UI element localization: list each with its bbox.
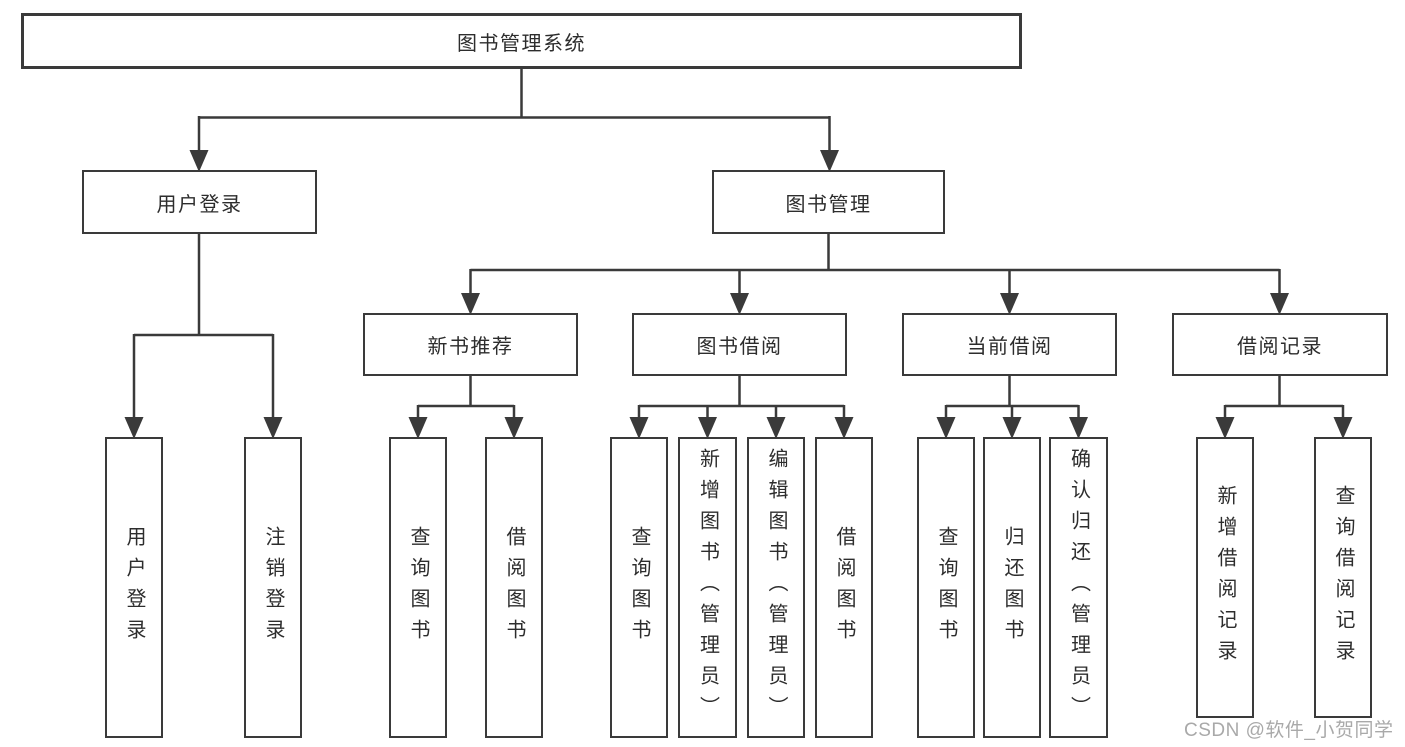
arrowhead-icon: [820, 150, 839, 172]
arrowhead-icon: [834, 417, 854, 439]
arrowhead-icon: [408, 417, 428, 439]
arrowhead-icon: [1215, 417, 1235, 439]
node-borrow-records: 借阅记录: [1172, 313, 1388, 376]
arrowhead-icon: [629, 417, 649, 439]
arrowhead-icon: [1002, 417, 1022, 439]
arrowhead-icon: [504, 417, 524, 439]
node-new-book-recommend: 新书推荐: [363, 313, 578, 376]
arrowhead-icon: [1333, 417, 1353, 439]
node-current-borrow: 当前借阅: [902, 313, 1117, 376]
arrowhead-icon: [698, 417, 717, 439]
connector-root-to-level2: [197, 68, 831, 152]
node-root-system: 图书管理系统: [21, 13, 1022, 69]
connector-leaf-shafts: [416, 405, 1345, 419]
node-user-login: 用户登录: [82, 170, 317, 234]
connector-level3-stubs: [469, 375, 1281, 407]
connector-bookmgmt-to-level3: [469, 232, 1281, 295]
arrowhead-icon: [461, 293, 480, 315]
csdn-watermark: CSDN @软件_小贺同学: [1184, 720, 1394, 741]
arrowhead-icon: [1270, 293, 1289, 315]
leaf-query-books-recommend: 查询图书: [389, 437, 447, 738]
leaf-edit-book-admin: 编辑图书（管理员）: [747, 437, 805, 738]
arrowhead-icon: [1069, 417, 1088, 439]
leaf-query-books-borrow: 查询图书: [610, 437, 668, 738]
arrowhead-icon: [730, 293, 749, 315]
node-book-borrow: 图书借阅: [632, 313, 847, 376]
connector-userlogin-to-leaves: [132, 233, 275, 419]
leaf-query-books-current: 查询图书: [917, 437, 975, 738]
leaf-borrow-books: 借阅图书: [815, 437, 873, 738]
arrowhead-icon: [263, 417, 283, 439]
leaf-logout: 注销登录: [244, 437, 302, 738]
arrowhead-icon: [766, 417, 786, 439]
leaf-return-book: 归还图书: [983, 437, 1041, 738]
leaf-confirm-return-admin: 确认归还（管理员）: [1049, 437, 1108, 738]
arrowheads: [124, 150, 1353, 439]
leaf-borrow-books-recommend: 借阅图书: [485, 437, 543, 738]
arrowhead-icon: [936, 417, 956, 439]
leaf-add-borrow-record: 新增借阅记录: [1196, 437, 1254, 718]
leaf-query-borrow-record: 查询借阅记录: [1314, 437, 1372, 718]
leaf-add-book-admin: 新增图书（管理员）: [678, 437, 737, 738]
arrowhead-icon: [1000, 293, 1019, 315]
arrowhead-icon: [124, 417, 144, 439]
node-book-management: 图书管理: [712, 170, 945, 234]
arrowhead-icon: [189, 150, 209, 172]
leaf-user-login: 用户登录: [105, 437, 163, 738]
